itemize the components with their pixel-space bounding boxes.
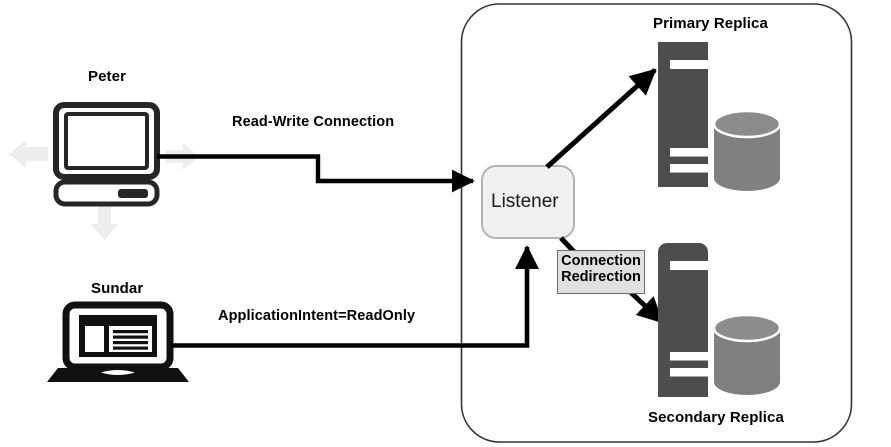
read-write-connection-line — [157, 154, 475, 193]
read-only-connection-line — [171, 245, 539, 348]
listener-box[interactable] — [481, 165, 575, 239]
secondary-replica-icon — [658, 243, 782, 397]
replica-label-primary: Primary Replica — [653, 15, 768, 32]
connection-redirection-line2: Redirection — [561, 269, 641, 286]
client-label-sundar: Sundar — [91, 280, 144, 297]
listener-label: Listener — [491, 191, 559, 212]
desktop-computer-icon — [53, 102, 160, 207]
primary-replica-icon — [658, 42, 782, 191]
client-label-peter: Peter — [88, 68, 127, 85]
hint-arrow-left — [9, 140, 48, 168]
replica-label-secondary: Secondary Replica — [648, 409, 784, 426]
listener-to-primary-arrow — [545, 68, 657, 169]
connection-redirection-label: Connection Redirection — [557, 250, 645, 294]
laptop-computer-icon — [47, 301, 189, 382]
connection-redirection-line1: Connection — [561, 253, 641, 269]
edge-label-read-write: Read-Write Connection — [232, 114, 395, 130]
availability-group-boundary — [460, 3, 853, 443]
hint-arrow-down — [91, 205, 118, 240]
edge-label-read-only: ApplicationIntent=ReadOnly — [218, 308, 416, 324]
